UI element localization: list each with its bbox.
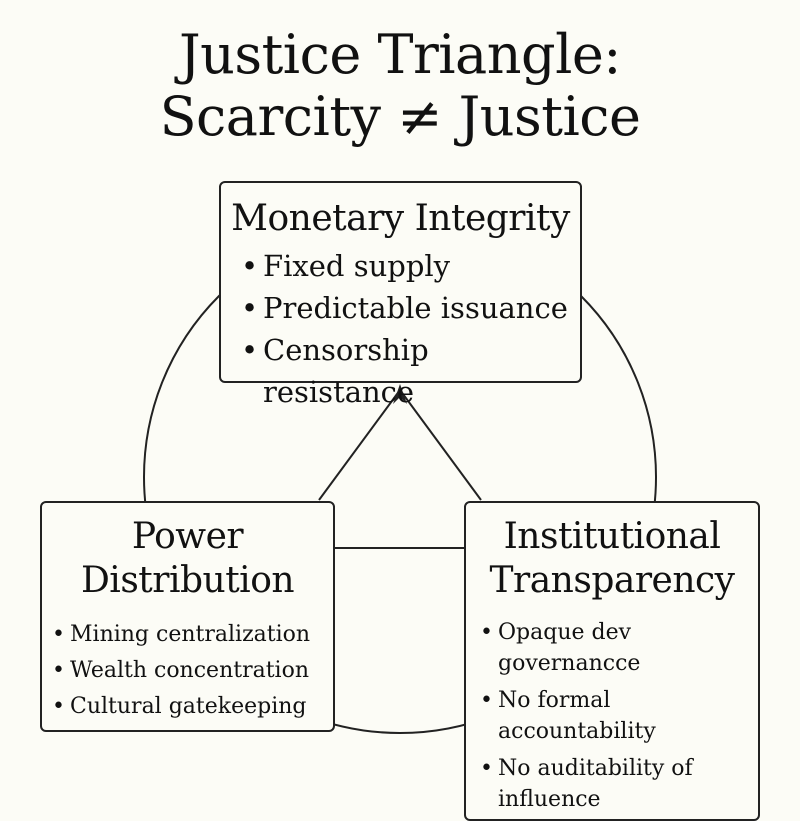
node-heading-line-1: Power (131, 516, 244, 557)
node-heading-line-2: Distribution (80, 560, 295, 601)
node-heading: Power Distribution (42, 515, 333, 603)
bullet-list: Opaque dev governancce No formal account… (480, 617, 758, 815)
bullet-list: Fixed supply Predictable issuance Censor… (241, 245, 580, 413)
bullet-item: Fixed supply (241, 245, 580, 287)
bullet-item: No auditability of influence (480, 753, 758, 815)
node-monetary-integrity: Monetary Integrity Fixed supply Predicta… (219, 181, 582, 409)
bullet-item: Mining centralization (52, 617, 333, 653)
title-line-2: Scarcity ≠ Justice (159, 85, 641, 148)
node-heading-line-1: Institutional (503, 516, 721, 557)
node-institutional-transparency: Institutional Transparency Opaque dev go… (464, 501, 760, 821)
node-heading-line-2: Transparency (489, 560, 735, 601)
bullet-item: Censorship resistance (241, 329, 580, 413)
node-power-distribution: Power Distribution Mining centralization… (40, 501, 335, 732)
bullet-list: Mining centralization Wealth concentrati… (52, 617, 333, 725)
bullet-item: Predictable issuance (241, 287, 580, 329)
bullet-item: Opaque dev governancce (480, 617, 758, 679)
diagram-title: Justice Triangle: Scarcity ≠ Justice (0, 24, 800, 148)
bullet-item: Wealth concentration (52, 653, 333, 689)
bullet-item: No formal accountability (480, 685, 758, 747)
node-heading: Institutional Transparency (466, 515, 758, 603)
bullet-item: Cultural gatekeeping (52, 689, 333, 725)
title-line-1: Justice Triangle: (178, 23, 622, 86)
node-heading: Monetary Integrity (231, 198, 570, 239)
